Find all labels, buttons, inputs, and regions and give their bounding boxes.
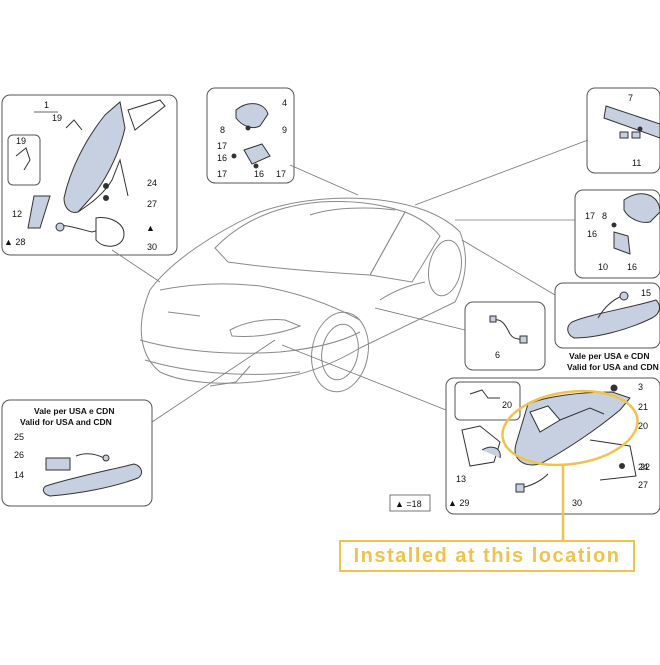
label-3: 3 — [638, 382, 643, 392]
bracket-20 — [469, 389, 500, 399]
label-29: ▲ 29 — [448, 498, 469, 508]
label-7: 7 — [628, 93, 633, 103]
label-17-b: 17 — [217, 169, 227, 179]
clip-19 — [15, 147, 31, 171]
third-light-parts — [603, 105, 660, 139]
label-20-b: 20 — [638, 421, 648, 431]
note-usa-left-en: Valid for USA and CDN — [20, 417, 112, 427]
label-16-c: 16 — [587, 229, 597, 239]
highlight-oval — [501, 389, 639, 467]
foam-pad-26 — [45, 457, 71, 471]
label-15: 15 — [641, 288, 651, 298]
label-24-b: 24 — [638, 462, 648, 472]
install-location-callout: Installed at this location — [339, 540, 635, 572]
sidelight-rear-parts — [611, 193, 660, 255]
label-9: 9 — [282, 125, 287, 135]
label-27-b: 27 — [638, 480, 648, 490]
car-outline — [139, 197, 466, 393]
sidelight-housing-4 — [235, 103, 269, 129]
label-19: 19 — [52, 113, 62, 123]
label-21: 21 — [638, 402, 648, 412]
headlight-left-parts — [15, 99, 166, 247]
lens-cap-12 — [27, 195, 51, 229]
region-notes: Vale per USA e CDN Valid for USA and CDN… — [20, 351, 659, 427]
label-14: 14 — [14, 470, 24, 480]
label-17-d: 17 — [585, 211, 595, 221]
label-8: 8 — [220, 125, 225, 135]
reflector-right-14 — [567, 299, 660, 339]
label-17-c: 17 — [276, 169, 286, 179]
install-highlight — [501, 389, 639, 541]
label-legend-18: ▲ =18 — [395, 499, 422, 509]
cable-parts — [489, 315, 528, 344]
label-6: 6 — [495, 350, 500, 360]
label-19-clip: 19 — [16, 136, 26, 146]
note-usa-right-en: Valid for USA and CDN — [567, 362, 659, 372]
frame-sidelight-front — [206, 87, 295, 184]
sidelight-lens-9 — [243, 143, 271, 165]
label-27: 27 — [147, 199, 157, 209]
label-triangle: ▲ — [146, 223, 155, 233]
harness-25 — [75, 453, 105, 459]
note-usa-right-it: Vale per USA e CDN — [569, 351, 649, 361]
headlight-unit-left — [63, 101, 126, 213]
label-4: 4 — [282, 98, 287, 108]
label-13: 13 — [456, 474, 466, 484]
frame-cable — [464, 301, 546, 371]
leader-lines — [111, 139, 589, 423]
label-22: 22 — [640, 462, 650, 472]
label-28: ▲ 28 — [4, 237, 25, 247]
label-20: 20 — [502, 400, 512, 410]
frame-clip-19 — [7, 134, 41, 186]
label-16-d: 16 — [627, 262, 637, 272]
label-16: 16 — [217, 153, 227, 163]
label-25: 25 — [14, 432, 24, 442]
legend-box — [389, 494, 431, 512]
label-30: 30 — [147, 242, 157, 252]
part-labels: 1 19 19 24 27 12 ▲ 28 30 ▲ 4 8 9 17 16 1… — [4, 93, 651, 512]
label-30-b: 30 — [572, 498, 582, 508]
label-1: 1 — [44, 100, 49, 110]
bracket-30 — [95, 217, 125, 247]
label-17: 17 — [217, 141, 227, 151]
reflector-left-parts — [42, 453, 142, 497]
label-24: 24 — [147, 178, 157, 188]
bracket-upper — [127, 99, 166, 131]
third-light-7 — [603, 105, 660, 139]
sidelight-lens-rear — [613, 231, 631, 255]
note-usa-left-it: Vale per USA e CDN — [34, 406, 114, 416]
label-12: 12 — [12, 209, 22, 219]
label-26: 26 — [14, 450, 24, 460]
label-10: 10 — [598, 262, 608, 272]
sidelight-front-parts — [231, 103, 271, 169]
frame-bracket-20 — [454, 381, 521, 421]
label-8-b: 8 — [602, 211, 607, 221]
label-16-b: 16 — [254, 169, 264, 179]
reflector-left-14 — [42, 463, 142, 497]
reflector-right-parts — [567, 291, 660, 339]
headlight-right-parts — [461, 384, 637, 493]
bracket-24 — [589, 439, 637, 481]
label-11: 11 — [632, 158, 641, 168]
sidelight-housing-rear — [623, 193, 660, 223]
